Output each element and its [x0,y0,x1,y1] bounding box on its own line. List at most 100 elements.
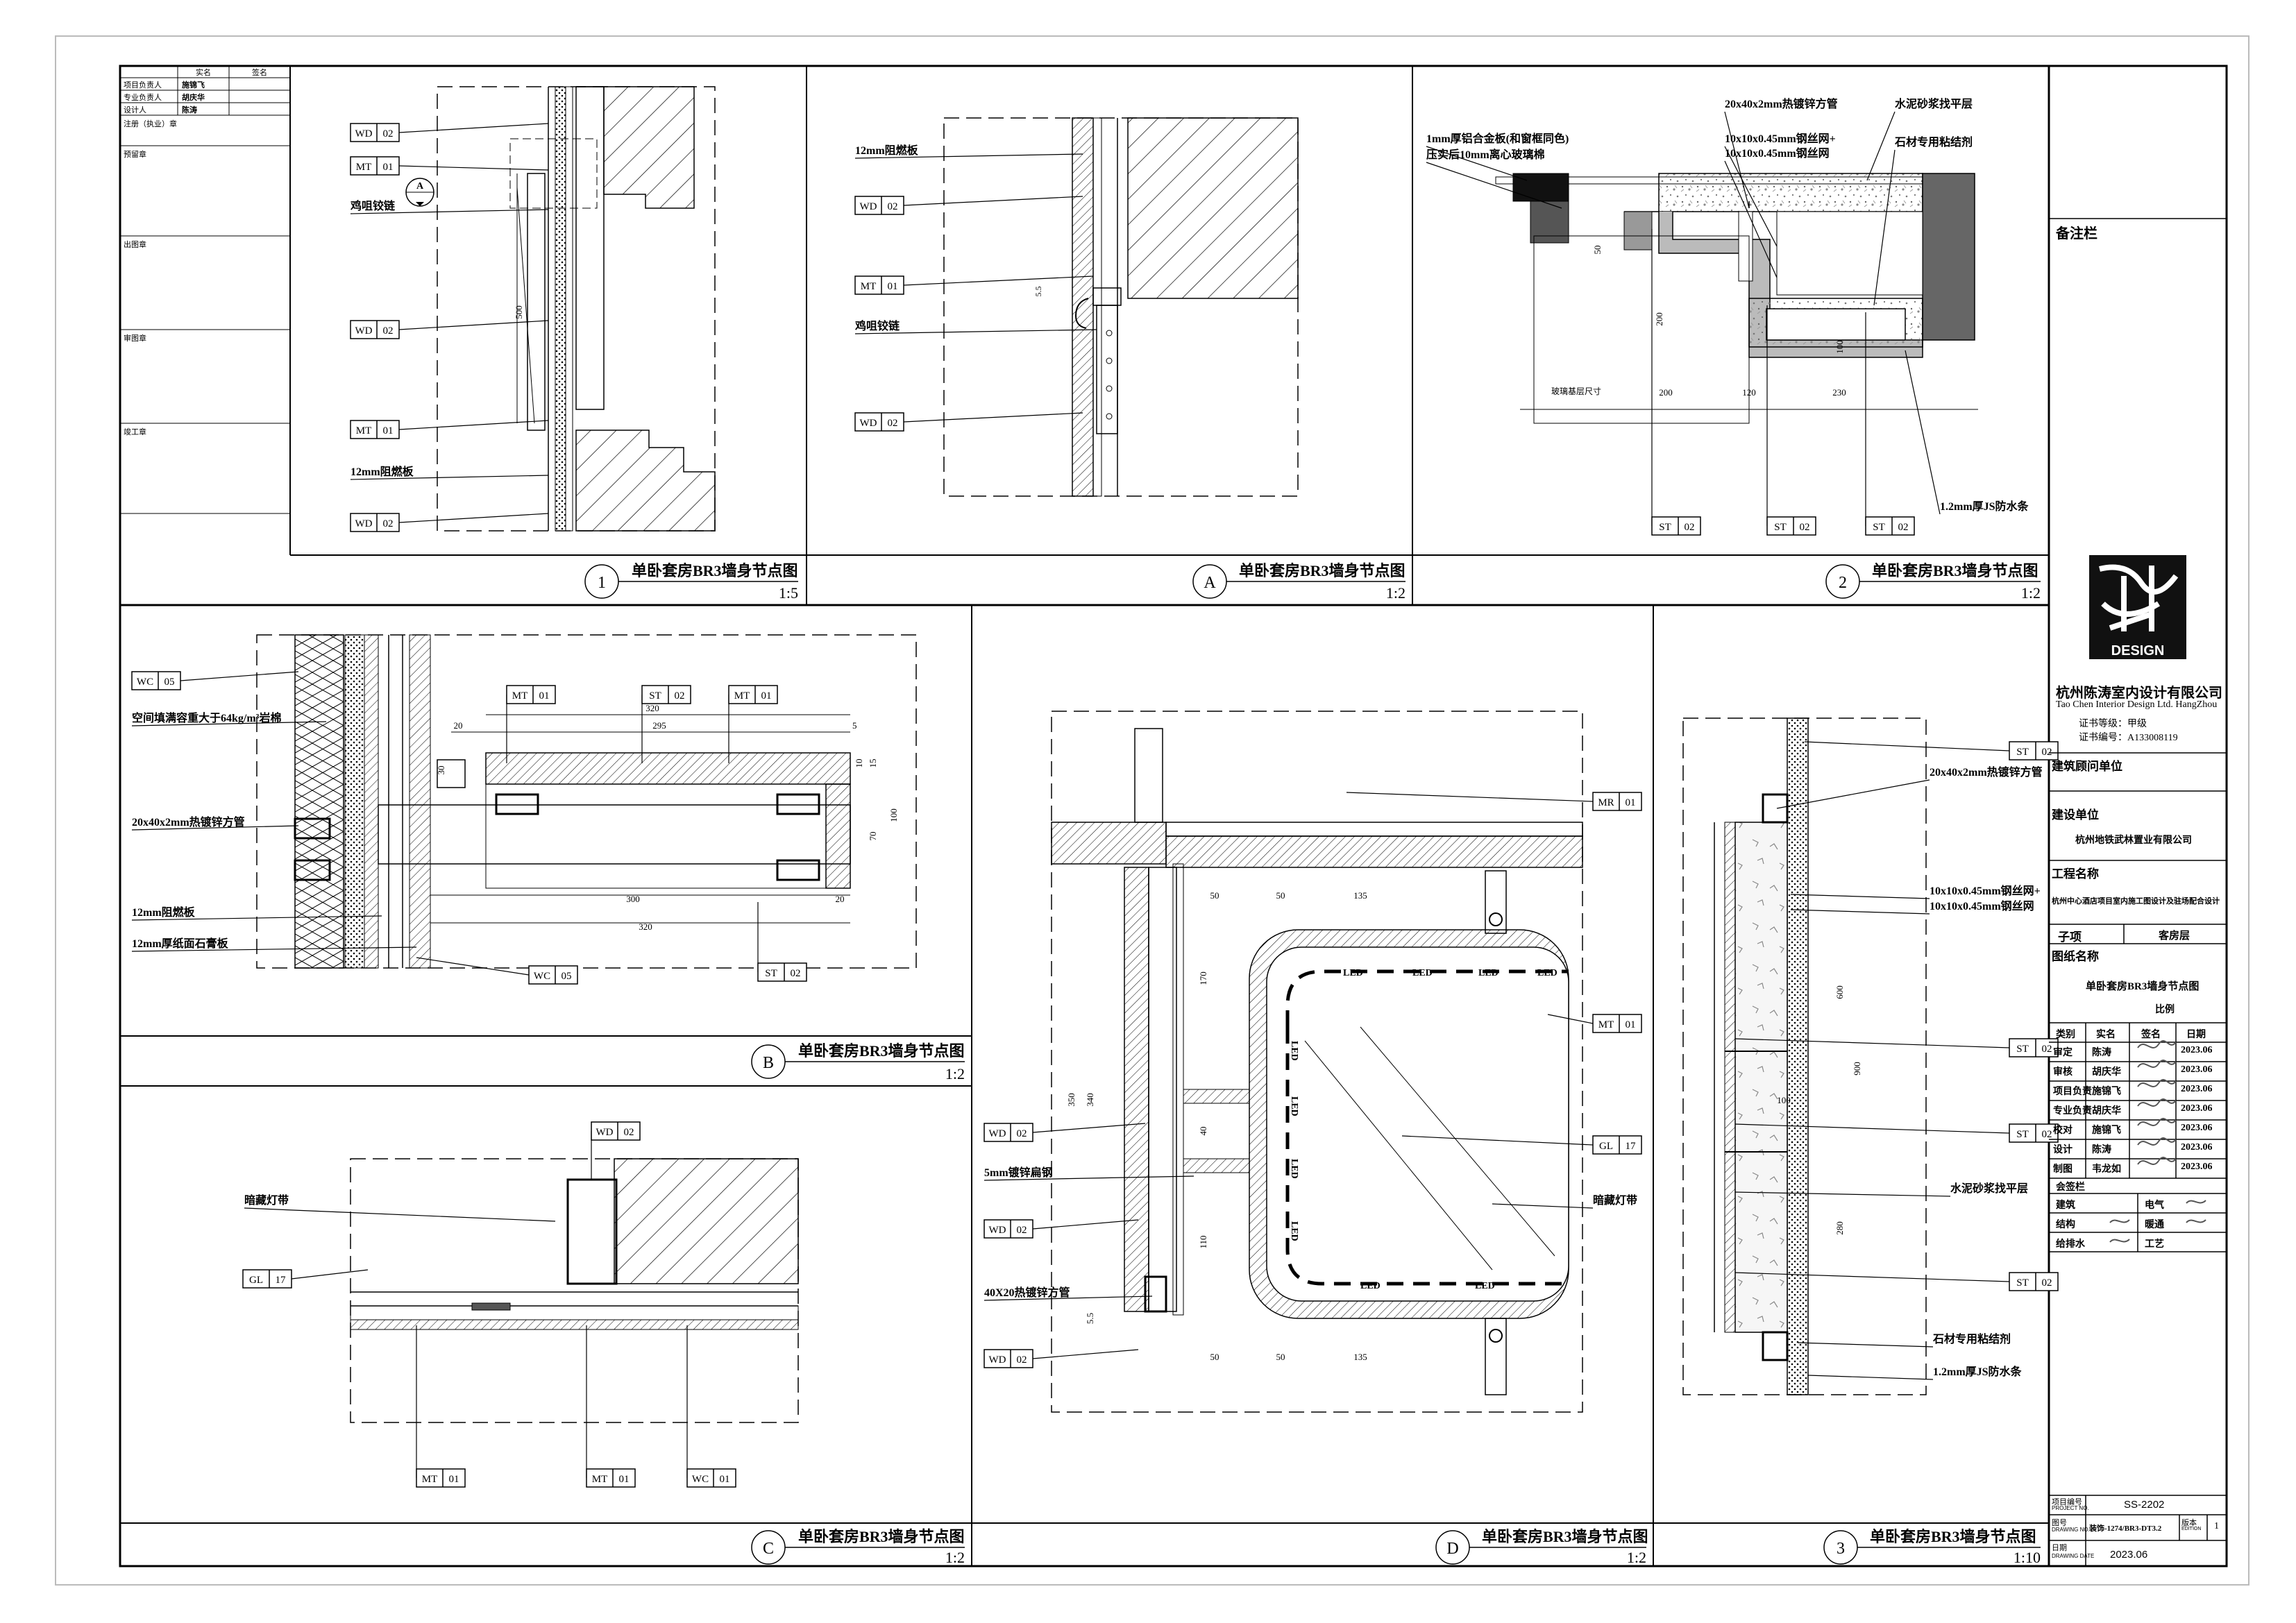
dimension-label: 900 [1852,1062,1862,1076]
material-number: 02 [2042,747,2052,758]
material-tag: ST 02 [2009,741,2059,760]
detail-title: 单卧套房BR3墙身节点图 [798,1528,965,1545]
approval-cat: 专业负责 [2053,1106,2092,1116]
material-number: 01 [383,162,394,173]
approval-cat: 设计 [2053,1145,2073,1155]
annotation-note: 水泥砂浆找平层 [1895,97,1973,110]
dimension-label: 295 [652,720,666,731]
material-code: MT [512,690,528,702]
material-code: MT [356,162,372,173]
led-label: LED [1289,1159,1299,1179]
approval-date: 2023.06 [2181,1142,2213,1153]
detail-titles: 1 A 2 B C D 3 单卧套房BR3墙身节点图 单卧套房BR3墙身节点图 … [584,562,2041,1566]
dimension-label: 50 [1276,890,1285,901]
annotation-note: 12mm阻燃板 [855,144,919,157]
material-code: MT [356,425,372,436]
sign-header-sign: 签名 [252,67,267,77]
material-number: 02 [888,418,898,429]
material-code: MT [592,1474,608,1485]
dimension-label: 100 [1777,1095,1791,1105]
material-number: 17 [1626,1141,1637,1152]
approval-date: 2023.06 [2181,1162,2213,1172]
annotation-note: 20x40x2mm热镀锌方管 [1930,765,2043,779]
material-number: 02 [2042,1044,2052,1055]
annotation-note: 1.2mm厚JS防水条 [1940,500,2029,513]
svg-text:A: A [416,181,424,192]
stamp-label: 竣工章 [124,427,146,436]
dimension-label: 100 [1834,340,1845,354]
led-label: LED [1289,1096,1299,1116]
detail-A: 5.5 [943,117,1299,497]
approval-name: 胡庆华 [2092,1067,2121,1078]
material-number: 02 [383,128,394,139]
material-code: WD [596,1127,614,1138]
client-label: 建设单位 [2052,808,2099,822]
project-no-en: PROJECT NO. [2052,1505,2089,1511]
approval-name: 韦龙如 [2092,1164,2121,1175]
material-number: 05 [164,677,175,688]
sign-role: 专业负责人 [124,92,162,102]
dimension-label: 110 [1198,1235,1208,1248]
scale-label: 比例 [2155,1005,2175,1015]
dimension-label: 200 [1654,312,1664,326]
dimension-label: 340 [1085,1093,1095,1107]
dimension-label: 5.5 [1085,1313,1095,1324]
material-number: 02 [1898,522,1909,533]
approval-date: 2023.06 [2181,1064,2213,1075]
material-code: GL [249,1275,263,1286]
cosign-item: 工艺 [2145,1239,2164,1250]
detail-title: 单卧套房BR3墙身节点图 [1872,562,2038,579]
stamp-label: 审图章 [124,333,146,343]
approval-cat: 制图 [2053,1164,2073,1175]
material-number: 02 [1685,522,1695,533]
detail-2: 50 200 100 200 120 230 玻璃基层尺寸 [1495,173,1978,424]
material-number: 02 [2042,1277,2052,1289]
left-sign-table: 实名 签名 项目负责人 施锦飞 专业负责人 胡庆华 设计人 陈涛 注册（执业）章… [120,66,290,514]
dimension-label: 30 [436,766,446,775]
detail-3: 600 900 100 280 [1682,717,1927,1395]
material-number: 02 [791,968,801,979]
sign-header-name: 实名 [196,67,211,77]
project-no-value: SS-2202 [2124,1499,2165,1511]
detail-B: 320 295 20 5 30 10 15 100 70 300 320 20 [256,634,917,969]
annotation-note: 1.2mm厚JS防水条 [1933,1365,2023,1378]
material-code: GL [1599,1141,1613,1152]
annotation-note: 20x40x2mm热镀锌方管 [1725,97,1838,110]
dimension-label: 320 [645,703,659,713]
approval-head-sign: 签名 [2141,1030,2161,1040]
dimension-label: 50 [1210,1352,1219,1362]
annotation-note: 暗藏灯带 [244,1193,289,1207]
detail-number: C [763,1540,774,1558]
cosign-label: 会签栏 [2056,1182,2085,1193]
material-code: WD [860,418,877,429]
led-label: LED [1360,1281,1381,1291]
detail-scale: 1:5 [779,584,798,602]
material-code: ST [1774,522,1787,533]
material-tag: GL 17 [1592,1135,1642,1155]
company-name-en: Tao Chen Interior Design Ltd. HangZhou [2056,699,2218,710]
led-label: LED [1537,968,1558,978]
material-code: WC [534,971,550,982]
date-label: 日期 [2052,1544,2067,1552]
detail-scale: 1:2 [1386,584,1406,602]
material-code: ST [2016,747,2029,758]
approval-name: 施锦飞 [2092,1125,2121,1136]
detail-title: 单卧套房BR3墙身节点图 [1482,1528,1648,1545]
detail-title: 单卧套房BR3墙身节点图 [798,1042,965,1060]
material-code: WD [989,1354,1006,1366]
detail-scale: 1:2 [945,1065,965,1082]
material-tag: MT 01 [506,685,556,704]
sign-name: 施锦飞 [182,80,205,90]
project-name: 杭州中心酒店项目室内施工图设计及驻场配合设计 [2052,897,2220,906]
material-number: 01 [539,690,550,702]
annotation-note: 12mm阻燃板 [132,906,196,919]
project-no-label: 项目编号 [2052,1498,2082,1506]
detail-scale: 1:2 [945,1549,965,1566]
cosign-item: 暖通 [2145,1220,2164,1230]
